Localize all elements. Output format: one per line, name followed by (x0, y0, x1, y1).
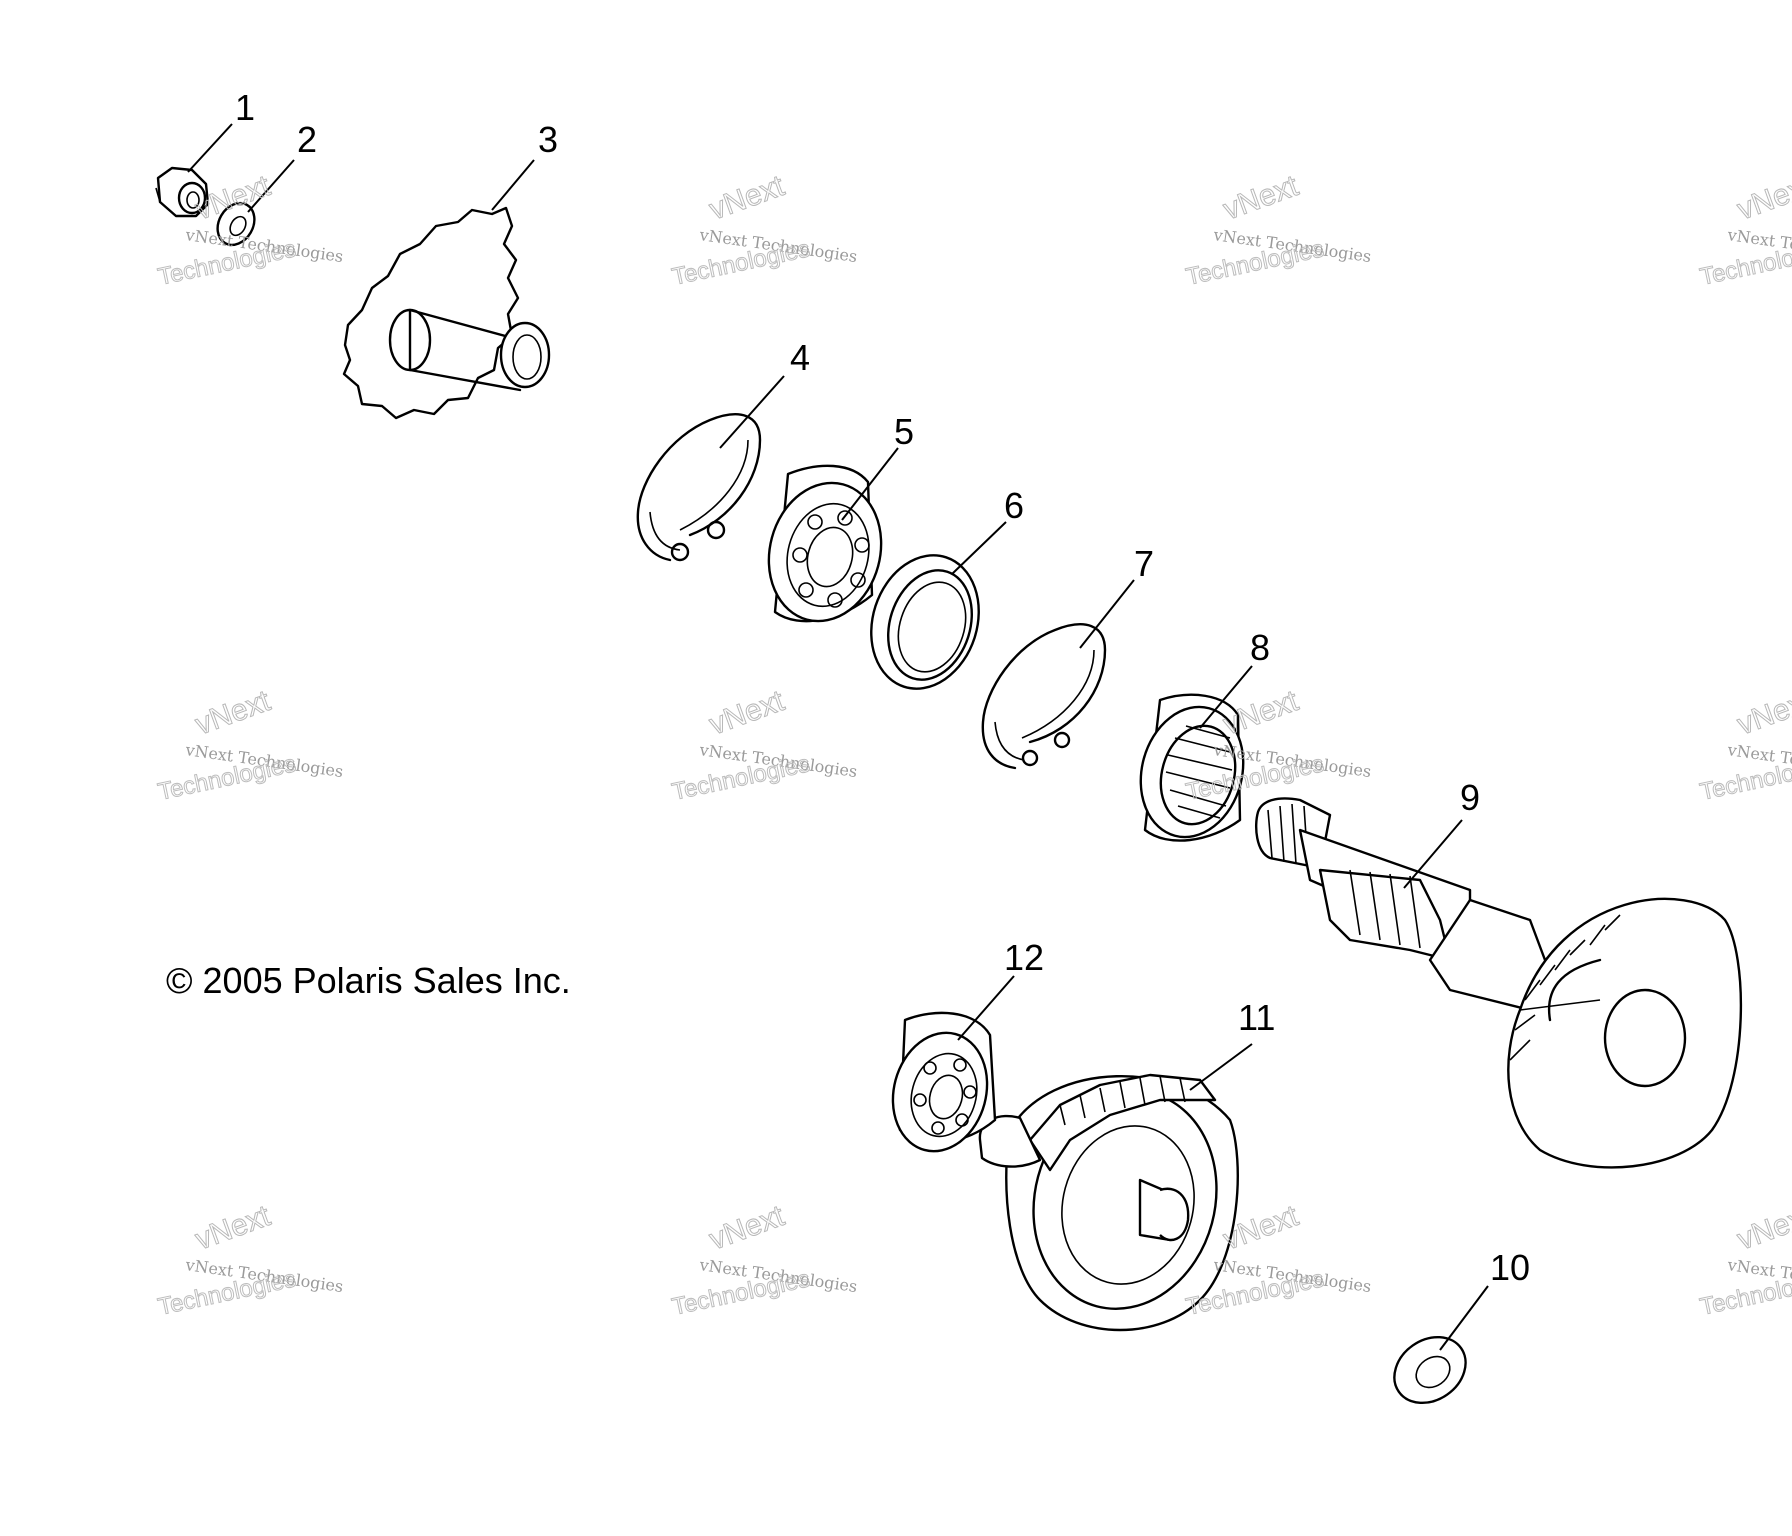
part-11-gear (978, 1073, 1239, 1332)
part-1-nut (155, 166, 210, 218)
svg-text:vNext: vNext (191, 1199, 275, 1256)
callout-3: 3 (538, 119, 558, 160)
svg-text:vNext: vNext (1733, 169, 1792, 226)
callout-6: 6 (1004, 485, 1024, 526)
svg-text:vNext: vNext (1733, 1199, 1792, 1256)
watermark: vNext vNext Technologies Technologies (669, 169, 858, 292)
watermark: vNext vNext Technologies Technologies (1183, 169, 1372, 292)
svg-text:vNext: vNext (191, 684, 275, 741)
svg-text:vNext: vNext (1733, 684, 1792, 741)
part-9-shaft-gear (1255, 797, 1743, 1169)
svg-text:vNext: vNext (705, 1199, 789, 1256)
svg-text:vNext: vNext (1219, 169, 1303, 226)
watermark: vNext vNext Technologies Technologies (1697, 684, 1792, 807)
callout-9: 9 (1460, 777, 1480, 818)
watermark: vNext vNext Technologies Technologies (669, 684, 858, 807)
part-2-washer (216, 201, 256, 247)
part-8-needle-bearing (1139, 693, 1245, 842)
part-3-sprocket (342, 206, 551, 420)
watermark: vNext vNext Technologies Technologies (155, 684, 344, 807)
callout-7: 7 (1134, 543, 1154, 584)
svg-text:vNext: vNext (705, 169, 789, 226)
part-5-bearing (767, 464, 883, 623)
copyright-text: © 2005 Polaris Sales Inc. (166, 960, 571, 1001)
callout-12: 12 (1004, 937, 1044, 978)
callout-11: 11 (1238, 997, 1275, 1038)
callout-5: 5 (894, 411, 914, 452)
callout-4: 4 (790, 337, 810, 378)
part-12-bearing (891, 1011, 997, 1153)
watermark: vNext vNext Technologies Technologies (1697, 169, 1792, 292)
part-4-snap-ring (636, 413, 762, 562)
callout-8: 8 (1250, 627, 1270, 668)
watermark: vNext vNext Technologies Technologies (155, 1199, 344, 1322)
callout-2: 2 (297, 119, 317, 160)
watermark: vNext vNext Technologies Technologies (1697, 1199, 1792, 1322)
part-7-snap-ring (981, 623, 1107, 770)
svg-text:vNext: vNext (705, 684, 789, 741)
part-10-washer (1393, 1335, 1467, 1405)
callout-10: 10 (1490, 1247, 1530, 1288)
svg-text:vNext: vNext (1219, 684, 1303, 741)
part-6-seal (870, 554, 980, 690)
leader-lines (187, 123, 1489, 1351)
watermark: vNext vNext Technologies Technologies (669, 1199, 858, 1322)
callout-1: 1 (235, 87, 255, 128)
